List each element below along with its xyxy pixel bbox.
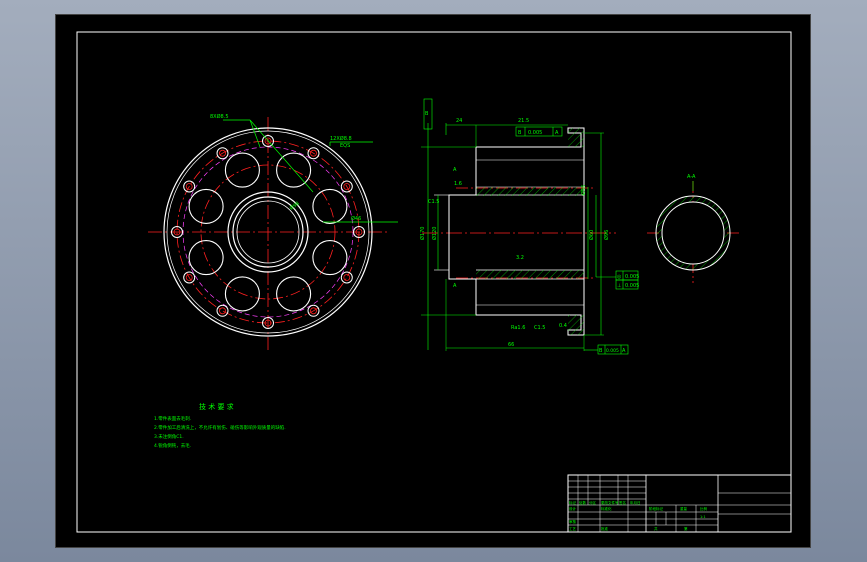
tb-row-label: 签名 bbox=[619, 500, 626, 505]
front-leader-label-2: 12XØ8.8 bbox=[330, 135, 352, 142]
tb-scale-value: 1:1 bbox=[700, 515, 706, 519]
tech-requirement-line: 2.零件加工后清洗上，不允许有划伤、碰伤等影响外观质量的缺陷. bbox=[154, 424, 286, 431]
fcf-top-cell-2: 0.005 bbox=[528, 130, 542, 136]
large-bolt-hole bbox=[276, 152, 312, 188]
tb-row-label: 更改文件号 bbox=[601, 500, 619, 505]
detail-view-label: A-A bbox=[687, 174, 696, 180]
tb-row-label: 处数 bbox=[579, 500, 587, 505]
section-hatch-bottom bbox=[476, 270, 584, 279]
dim-right-1: Ø55 bbox=[580, 185, 587, 195]
large-bolt-hole bbox=[188, 188, 224, 224]
fcf-bottom: B 0.005 A bbox=[584, 344, 629, 355]
hub-outer-circle bbox=[227, 191, 309, 273]
fcf-top-cell-3: A bbox=[555, 130, 559, 136]
chamfer-bottom: C1.5 bbox=[534, 325, 545, 331]
tb-standard: 标准化 bbox=[601, 506, 612, 511]
tb-sheet2: 第 bbox=[684, 526, 688, 531]
fcf-bottom-cell-1: B bbox=[599, 348, 603, 354]
tb-review: 审核 bbox=[569, 519, 577, 524]
small-bolt-hole bbox=[183, 180, 196, 193]
small-bolt-hole bbox=[216, 147, 229, 160]
tb-sheet: 共 bbox=[654, 526, 658, 531]
roughness-1: 1.6 bbox=[454, 181, 462, 187]
fcf-right-1-symbol: ◎ bbox=[617, 274, 622, 280]
dim-top-left: 24 bbox=[456, 118, 462, 124]
small-bolt-hole bbox=[262, 135, 274, 147]
roughness-2: 3.2 bbox=[516, 255, 524, 261]
small-bolt-hole bbox=[340, 180, 353, 193]
front-inner-label: Ø46 bbox=[351, 215, 361, 222]
tb-stage-label: 阶段标记 bbox=[649, 506, 663, 511]
chamfer-left: C1.5 bbox=[428, 199, 439, 205]
large-bolt-hole bbox=[312, 188, 348, 224]
surface-note: Ra1.6 bbox=[511, 325, 525, 331]
cut-label-bottom: A bbox=[453, 283, 457, 289]
small-bolt-hole bbox=[340, 271, 353, 284]
title-block: 标记 处数 分区 更改文件号 签名 年月日 设计 标准化 审核 工艺 批准 阶段… bbox=[567, 474, 792, 533]
tb-scale: 比例 bbox=[700, 506, 708, 511]
section-datum-label: B bbox=[425, 111, 429, 117]
tb-row-label: 年月日 bbox=[630, 500, 641, 505]
section-view: B 24 21.5 B 0.005 A Ø170 Ø120 Ø60 Ø55 Ø9… bbox=[419, 98, 639, 355]
small-bolt-hole bbox=[183, 271, 196, 284]
fcf-top-cell-1: B bbox=[518, 130, 522, 136]
small-bolt-hole bbox=[307, 304, 320, 317]
rough-bottom: 0.4 bbox=[559, 323, 567, 329]
large-bolt-hole bbox=[188, 240, 224, 276]
dim-bottom: 66 bbox=[508, 342, 514, 348]
section-hatch-top bbox=[476, 187, 584, 196]
large-bolt-hole bbox=[224, 276, 260, 312]
detail-inner-ring bbox=[661, 201, 725, 265]
front-leader-label-2b: EQS bbox=[340, 143, 350, 149]
dim-left-2: Ø120 bbox=[431, 227, 438, 240]
tech-requirement-line: 4.锐角倒钝，去毛. bbox=[154, 442, 191, 449]
cad-drawing: 8XØ8.5 12XØ8.8 EQS Ø98 Ø46 bbox=[76, 31, 792, 533]
drawing-canvas[interactable]: 8XØ8.5 12XØ8.8 EQS Ø98 Ø46 bbox=[55, 14, 811, 548]
small-bolt-hole bbox=[171, 226, 183, 238]
fcf-right-2-value: 0.005 bbox=[625, 283, 639, 289]
dim-left-1: Ø170 bbox=[419, 227, 426, 240]
fcf-right-2-symbol: ⊥ bbox=[617, 283, 621, 289]
tech-requirements-title: 技 术 要 求 bbox=[199, 402, 234, 411]
large-bolt-hole bbox=[276, 276, 312, 312]
fcf-right: ◎ 0.005 ⊥ 0.005 bbox=[595, 270, 639, 290]
tb-approve: 批准 bbox=[601, 526, 609, 531]
small-bolt-hole bbox=[307, 147, 320, 160]
dim-top-mid: 21.5 bbox=[518, 118, 529, 124]
tech-requirements: 技 术 要 求 1.零件表面去毛刺. 2.零件加工后清洗上，不允许有划伤、碰伤等… bbox=[154, 402, 286, 449]
large-bolt-hole bbox=[224, 152, 260, 188]
cut-label-top: A bbox=[453, 167, 457, 173]
small-bolt-hole bbox=[216, 304, 229, 317]
small-bolt-hole bbox=[353, 226, 365, 238]
fcf-top: B 0.005 A bbox=[515, 126, 563, 137]
tech-requirement-line: 1.零件表面去毛刺. bbox=[154, 415, 191, 422]
large-bolt-hole bbox=[312, 240, 348, 276]
front-view: 8XØ8.5 12XØ8.8 EQS Ø98 Ø46 bbox=[148, 113, 398, 350]
fcf-right-1-value: 0.005 bbox=[625, 274, 639, 280]
fcf-bottom-cell-3: A bbox=[622, 348, 626, 354]
drawing-border bbox=[76, 31, 792, 533]
tb-row-label: 标记 bbox=[569, 500, 577, 505]
dim-right-2: Ø96 bbox=[603, 230, 610, 240]
detail-view: A-A bbox=[647, 174, 739, 283]
tb-process: 工艺 bbox=[569, 526, 577, 531]
tb-design: 设计 bbox=[569, 506, 577, 511]
front-pcd-label: Ø98 bbox=[288, 200, 300, 212]
tb-row-label: 分区 bbox=[589, 500, 597, 505]
tech-requirement-line: 3.未注倒角C1. bbox=[154, 433, 184, 440]
dim-hub: Ø60 bbox=[588, 230, 595, 240]
fcf-bottom-cell-2: 0.005 bbox=[606, 348, 619, 354]
front-leader-label-1: 8XØ8.5 bbox=[210, 113, 229, 120]
tb-weight: 重量 bbox=[680, 506, 688, 511]
small-bolt-hole bbox=[262, 317, 274, 329]
flange-outer-circle bbox=[163, 127, 373, 337]
